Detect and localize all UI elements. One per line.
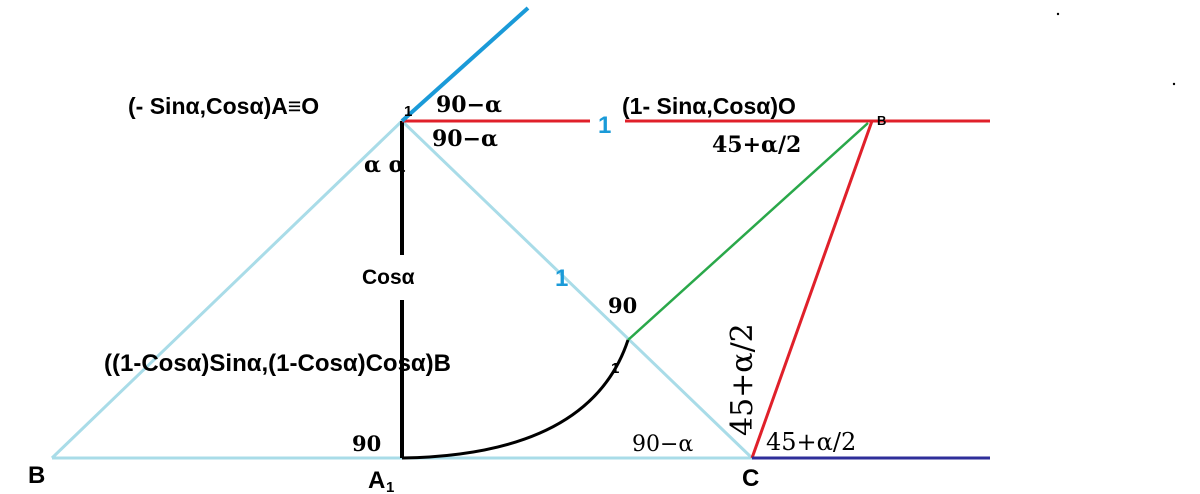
angle-a1-right: 90 xyxy=(352,431,381,456)
segment-ob-c xyxy=(750,120,874,459)
label-point-a1-sub: 1 xyxy=(386,479,394,494)
segment-b-a xyxy=(50,119,404,460)
arc-a1-b1 xyxy=(401,339,630,460)
label-cos-alpha: Cosα xyxy=(362,266,415,289)
label-unit-side: 1 xyxy=(555,265,568,292)
label-point-a1: A xyxy=(368,467,385,494)
dot-mark xyxy=(1172,82,1176,86)
label-point-c: C xyxy=(742,465,759,492)
bisector-ray xyxy=(400,6,530,123)
label-point-a-sub: 1 xyxy=(404,103,412,120)
label-point-b: B xyxy=(28,462,45,489)
segment-a-c xyxy=(400,119,754,460)
angle-ob: 45+α/2 xyxy=(712,132,801,158)
angle-c-right: 45+α/2 xyxy=(766,428,856,456)
label-unit-top: 1 xyxy=(598,112,611,139)
angle-c-vertical: 45+α/2 xyxy=(725,323,760,436)
segment-b1-ob xyxy=(627,122,869,341)
label-point-b1-coords: ((1-Cosα)Sinα,(1-Cosα)Cosα)B xyxy=(104,350,451,377)
label-point-b1-sub: 1 xyxy=(611,360,619,377)
angle-apex-pair: α α xyxy=(364,152,406,178)
angle-b1-right: 90 xyxy=(608,293,637,318)
label-point-ob-coords: (1- Sinα,Cosα)O xyxy=(622,93,796,119)
label-point-ob-sub: B xyxy=(877,113,886,128)
angle-c-left: 90−α xyxy=(632,432,693,457)
angle-top-upper: 90−α xyxy=(436,92,502,118)
label-point-a-coords: (- Sinα,Cosα)A≡O xyxy=(128,93,319,119)
dot-mark xyxy=(1056,12,1060,16)
angle-top-lower: 90−α xyxy=(432,126,498,152)
